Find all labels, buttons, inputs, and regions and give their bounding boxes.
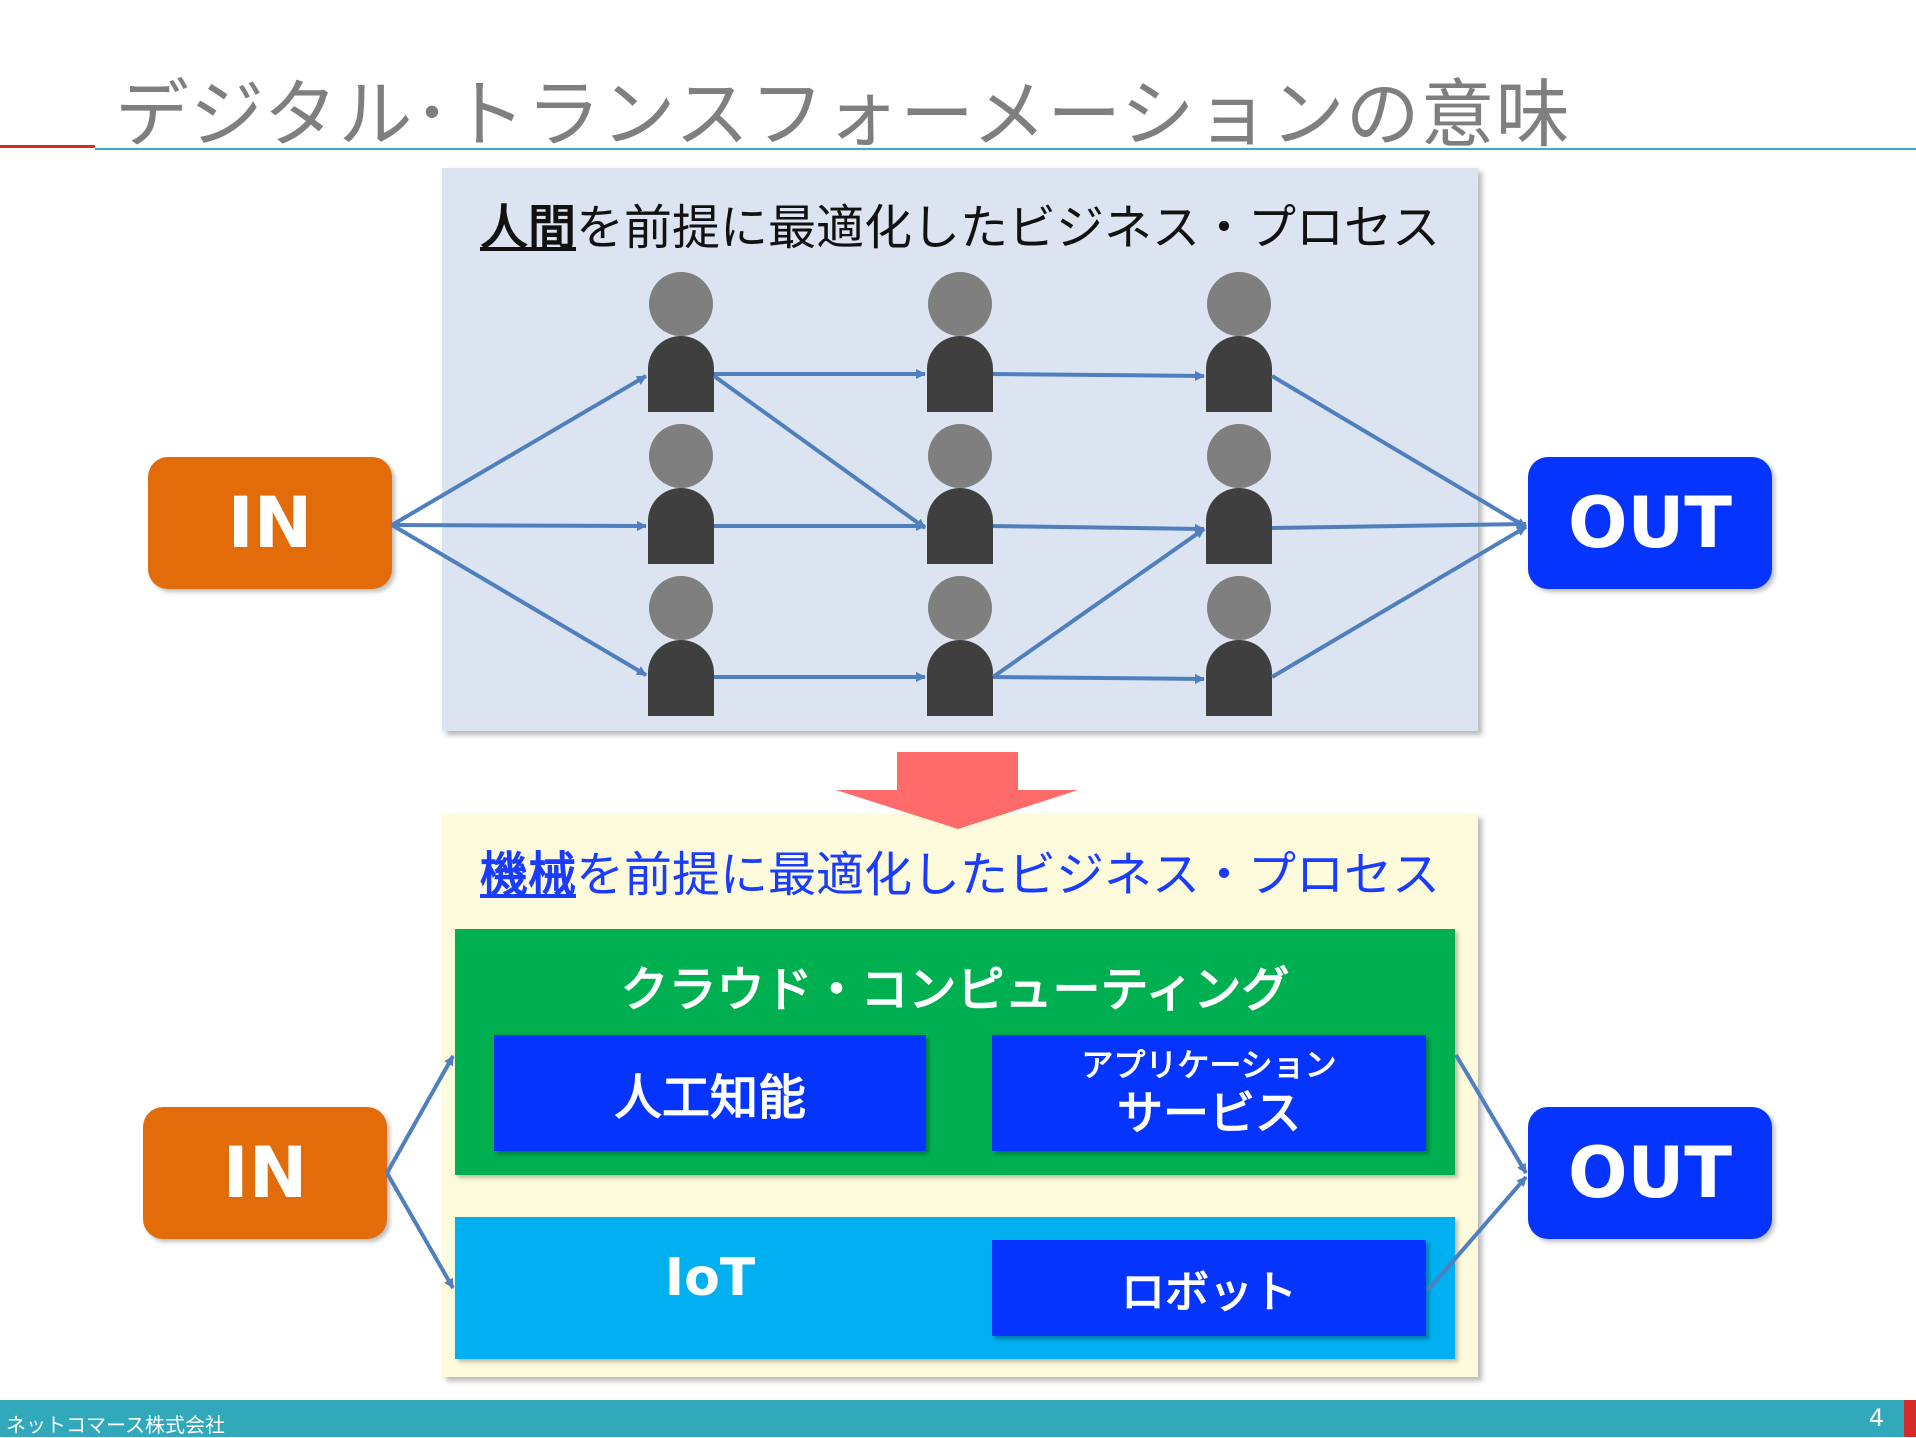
human-in-box: IN [148,457,392,589]
footer-company: ネットコマース株式会社 [6,1413,225,1437]
machine-process-title: 機械を前提に最適化したビジネス・プロセス [480,835,1440,905]
human-emphasis: 人間 [480,200,577,256]
title-underline-accent [0,145,95,148]
human-title-rest: を前提に最適化したビジネス・プロセス [576,200,1441,256]
person-icon [648,424,714,564]
machine-out-label: OUT [1567,1132,1733,1214]
machine-out-box: OUT [1528,1107,1772,1239]
robot-box: ロボット [992,1240,1426,1336]
person-icon [1206,424,1272,564]
title-underline [95,148,1916,150]
person-icon [927,272,993,412]
machine-emphasis: 機械 [480,847,577,903]
ai-box: 人工知能 [494,1035,926,1151]
footer-bar [0,1400,1916,1437]
person-icon [927,576,993,716]
app-service-line1: アプリケーション [1081,1046,1337,1084]
footer-accent [1904,1400,1916,1437]
person-icon [648,576,714,716]
person-icon [648,272,714,412]
iot-label: IoT [664,1248,756,1308]
cloud-computing-title: クラウド・コンピューティング [620,962,1290,1018]
app-service-box: アプリケーション サービス [992,1035,1426,1151]
robot-label: ロボット [1121,1267,1297,1318]
person-icon [927,424,993,564]
human-out-box: OUT [1528,457,1772,589]
human-process-title: 人間を前提に最適化したビジネス・プロセス [480,188,1440,258]
ai-label: 人工知能 [613,1070,806,1126]
person-icon [1206,576,1272,716]
person-icon [1206,272,1272,412]
page-number: 4 [1868,1404,1884,1432]
machine-in-label: IN [222,1132,308,1214]
human-out-label: OUT [1567,482,1733,564]
machine-in-box: IN [143,1107,387,1239]
human-in-label: IN [227,482,313,564]
machine-title-rest: を前提に最適化したビジネス・プロセス [576,847,1441,903]
app-service-line2: サービス [1117,1086,1301,1140]
slide-title: デジタル･トランスフォーメーションの意味 [115,72,1571,158]
